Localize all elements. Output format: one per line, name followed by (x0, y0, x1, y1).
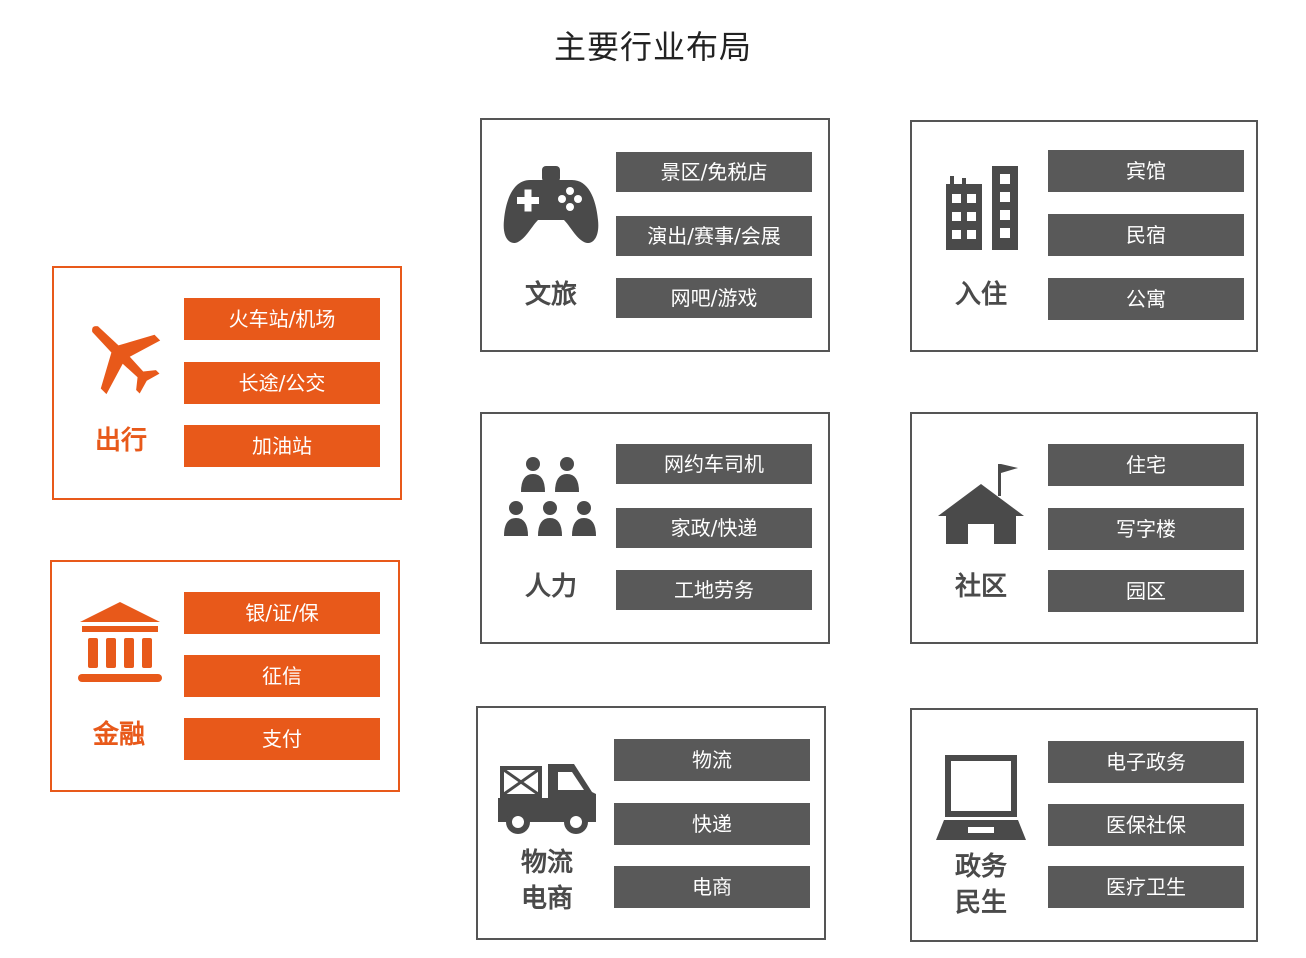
item-bank-securities-insurance: 银/证/保 (184, 592, 380, 634)
airplane-icon (92, 326, 161, 395)
category-label-government-line1: 政务 (954, 852, 1007, 882)
item-hotel: 宾馆 (1048, 150, 1244, 192)
page-title: 主要行业布局 (553, 28, 752, 66)
category-card-labor: 人力 网约车司机 家政/快递 工地劳务 (480, 412, 830, 644)
item-healthcare: 医疗卫生 (1048, 866, 1244, 908)
category-card-finance: 金融 银/证/保 征信 支付 (50, 560, 400, 792)
bank-icon (78, 602, 162, 682)
item-ecommerce: 电商 (614, 866, 810, 908)
category-label-logistics-line2: 电商 (520, 884, 573, 914)
item-long-distance-bus: 长途/公交 (184, 362, 380, 404)
laptop-icon (936, 755, 1026, 840)
category-label-finance: 金融 (92, 720, 145, 750)
category-label-tourism: 文旅 (524, 280, 577, 310)
category-label-travel: 出行 (94, 426, 147, 456)
item-logistics: 物流 (614, 739, 810, 781)
item-gas-station: 加油站 (184, 425, 380, 467)
category-label-community: 社区 (954, 572, 1007, 602)
buildings-icon (946, 166, 1018, 250)
gamepad-icon (503, 166, 599, 244)
category-card-lodging: 入住 宾馆 民宿 公寓 (910, 120, 1258, 352)
item-scenic-duty-free: 景区/免税店 (616, 152, 812, 192)
item-homestay: 民宿 (1048, 214, 1244, 256)
item-credit-reporting: 征信 (184, 655, 380, 697)
house-flag-icon (938, 464, 1024, 544)
item-internet-cafe-games: 网吧/游戏 (616, 278, 812, 318)
item-apartment: 公寓 (1048, 278, 1244, 320)
item-ride-hailing-driver: 网约车司机 (616, 444, 812, 484)
item-construction-labor: 工地劳务 (616, 570, 812, 610)
category-card-travel: 出行 火车站/机场 长途/公交 加油站 (52, 266, 402, 500)
item-office-building: 写字楼 (1048, 508, 1244, 550)
item-housekeeping-courier: 家政/快递 (616, 508, 812, 548)
item-shows-events-expos: 演出/赛事/会展 (616, 216, 812, 256)
category-label-government-line2: 民生 (954, 888, 1007, 918)
category-card-logistics: 物流 电商 物流 快递 电商 (476, 706, 826, 940)
category-label-logistics-line1: 物流 (520, 848, 573, 878)
item-e-government: 电子政务 (1048, 741, 1244, 783)
category-card-tourism: 文旅 景区/免税店 演出/赛事/会展 网吧/游戏 (480, 118, 830, 352)
people-group-icon (504, 457, 596, 536)
item-residential: 住宅 (1048, 444, 1244, 486)
category-label-lodging: 入住 (954, 280, 1007, 310)
category-card-community: 社区 住宅 写字楼 园区 (910, 412, 1258, 644)
item-medical-social-insurance: 医保社保 (1048, 804, 1244, 846)
item-payment: 支付 (184, 718, 380, 760)
category-card-government: 政务 民生 电子政务 医保社保 医疗卫生 (910, 708, 1258, 942)
item-railway-airport: 火车站/机场 (184, 298, 380, 340)
item-express: 快递 (614, 803, 810, 845)
category-label-labor: 人力 (524, 572, 577, 602)
delivery-truck-icon (498, 764, 596, 834)
item-industrial-park: 园区 (1048, 570, 1244, 612)
